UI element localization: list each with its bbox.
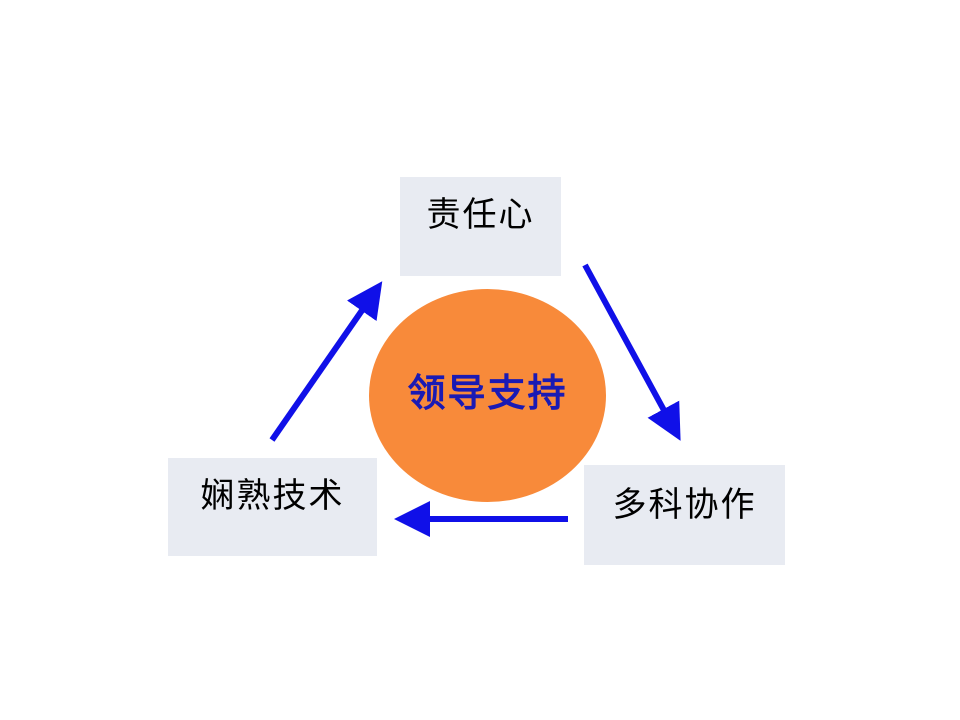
center-label: 领导支持	[407, 370, 568, 415]
node-label: 责任心	[426, 195, 535, 235]
node-responsibility: 责任心	[400, 177, 561, 276]
arrow-top-to-right	[582, 263, 681, 441]
node-label: 娴熟技术	[200, 475, 345, 516]
center-circle: 领导支持	[369, 289, 606, 502]
node-label: 多科协作	[612, 484, 757, 525]
node-multidisciplinary: 多科协作	[584, 465, 785, 565]
node-skilled-technique: 娴熟技术	[168, 458, 377, 556]
arrow-left-to-top	[269, 281, 383, 442]
